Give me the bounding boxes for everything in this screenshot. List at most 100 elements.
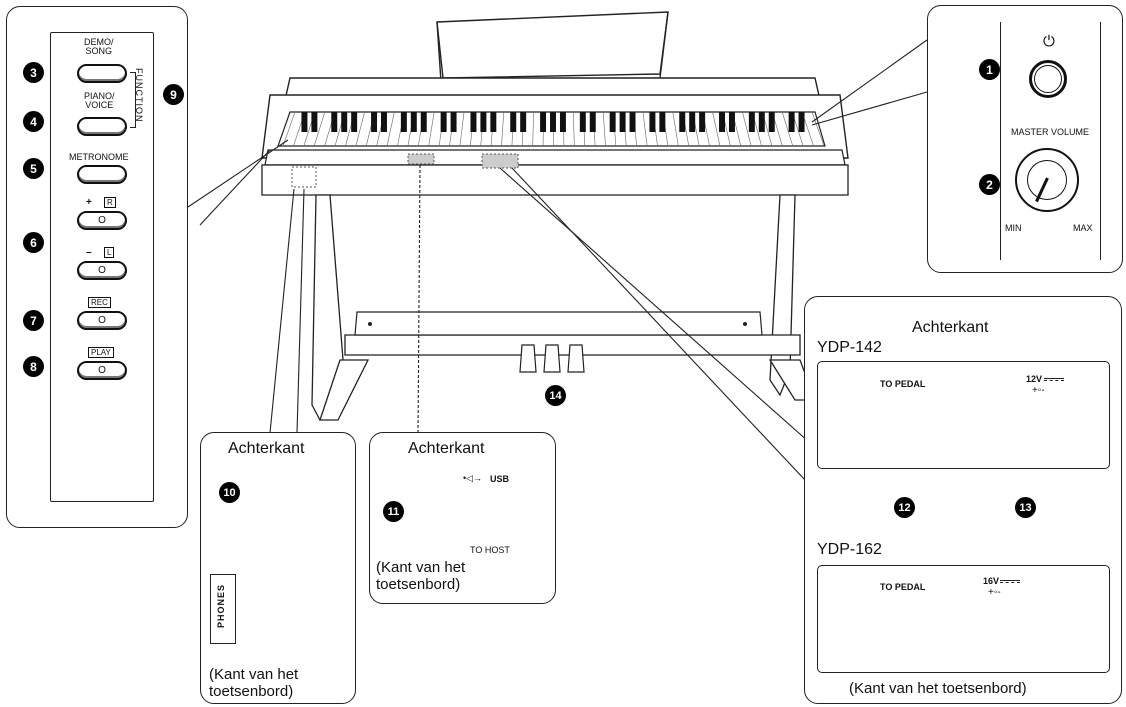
- play-label: PLAY: [88, 347, 114, 358]
- white-key-edge: [602, 111, 606, 147]
- black-key: [540, 112, 547, 132]
- ydp142-dc-line: [1044, 378, 1064, 381]
- black-key: [589, 112, 596, 132]
- ydp142-box: [817, 361, 1110, 469]
- pedals: [519, 344, 585, 373]
- white-key-edge: [573, 111, 575, 147]
- black-key: [480, 112, 487, 132]
- function-bracket: [130, 72, 136, 128]
- demo-song-button[interactable]: [77, 64, 127, 83]
- piano-voice-label: PIANO/ VOICE: [84, 91, 115, 110]
- callout-12: 12: [894, 497, 915, 518]
- black-key: [410, 112, 417, 132]
- callout-5: 5: [23, 158, 44, 179]
- black-key: [689, 112, 696, 132]
- r-label: R: [104, 197, 116, 208]
- black-key: [719, 112, 726, 132]
- black-key: [619, 112, 626, 132]
- black-key: [768, 112, 775, 132]
- left-panel-strip: [50, 32, 154, 502]
- rear-connector-panel: [804, 296, 1122, 704]
- white-key-edge: [313, 111, 326, 147]
- callout-6: 6: [23, 232, 44, 253]
- master-volume-knob[interactable]: [1015, 148, 1079, 212]
- phones-footnote: (Kant van het toetsenbord): [209, 666, 299, 700]
- black-key: [728, 112, 735, 132]
- power-panel-line-left: [1000, 22, 1001, 260]
- rear-panel-title: Achterkant: [912, 319, 989, 336]
- white-key-edge: [811, 111, 825, 147]
- white-key-edge: [742, 111, 752, 147]
- black-key: [748, 112, 755, 132]
- function-label: FUNCTION: [134, 68, 144, 123]
- button-o: O: [98, 214, 106, 226]
- rec-label: REC: [88, 297, 111, 308]
- power-button-inner: [1034, 65, 1062, 93]
- phones-panel-title: Achterkant: [228, 440, 305, 457]
- keyboard-keys: [282, 111, 825, 147]
- metronome-button[interactable]: [77, 165, 127, 184]
- callout-10: 10: [219, 482, 240, 503]
- phones-label-box: [210, 574, 236, 644]
- ydp162-voltage-label: 16V: [983, 576, 1000, 586]
- black-key: [520, 112, 527, 132]
- callout-8: 8: [23, 356, 44, 377]
- white-key-edge: [642, 111, 648, 147]
- plus-label: +: [86, 197, 92, 208]
- ydp162-box: [817, 565, 1110, 673]
- usb-footnote: (Kant van het toetsenbord): [376, 559, 466, 593]
- black-key: [798, 112, 805, 132]
- black-key: [440, 112, 447, 132]
- black-key: [371, 112, 378, 132]
- phones-label: PHONES: [216, 584, 226, 629]
- demo-song-label: DEMO/ SONG: [84, 37, 114, 56]
- master-volume-label: MASTER VOLUME: [1011, 127, 1090, 137]
- piano-voice-button[interactable]: [77, 117, 127, 136]
- white-key-edge: [781, 111, 794, 147]
- usb-symbol-icon: •◁→: [463, 473, 483, 483]
- callout-11: 11: [383, 501, 404, 522]
- ydp142-voltage-label: 12V: [1026, 374, 1043, 384]
- power-button[interactable]: [1029, 60, 1067, 98]
- black-key: [788, 112, 795, 132]
- ydp162-dc-symbol: +◦-: [988, 587, 1001, 598]
- black-key: [470, 112, 477, 132]
- ydp142-dc-symbol: +◦-: [1032, 385, 1045, 396]
- black-key: [649, 112, 656, 132]
- rear-footnote: (Kant van het toetsenbord): [849, 680, 1027, 697]
- white-key-edge: [532, 111, 534, 147]
- black-key: [559, 112, 566, 132]
- phones-panel: [200, 432, 356, 704]
- power-panel-line-right: [1100, 22, 1101, 260]
- minus-l-button[interactable]: O: [77, 261, 127, 280]
- ydp142-to-pedal-label: TO PEDAL: [880, 379, 926, 389]
- plus-r-button[interactable]: O: [77, 211, 127, 230]
- black-key: [699, 112, 706, 132]
- black-key: [609, 112, 616, 132]
- play-button[interactable]: O: [77, 361, 127, 380]
- black-key: [629, 112, 636, 132]
- callout-14: 14: [545, 385, 566, 406]
- black-key: [311, 112, 318, 132]
- l-label: L: [104, 247, 115, 258]
- black-key: [490, 112, 497, 132]
- button-o: O: [98, 364, 106, 376]
- white-key-edge: [282, 111, 296, 147]
- rec-button[interactable]: O: [77, 311, 127, 330]
- black-key: [331, 112, 338, 132]
- callout-3: 3: [23, 62, 44, 83]
- callout-4: 4: [23, 111, 44, 132]
- white-key-edge: [712, 111, 721, 147]
- usb-label: USB: [490, 474, 510, 484]
- black-key: [351, 112, 358, 132]
- black-key: [450, 112, 457, 132]
- black-key: [400, 112, 407, 132]
- black-key: [550, 112, 556, 132]
- power-symbol: ⏻: [1043, 33, 1055, 50]
- callout-2: 2: [979, 174, 1000, 195]
- volume-max-label: MAX: [1073, 223, 1093, 233]
- white-key-edge: [459, 111, 465, 147]
- black-key: [579, 112, 586, 132]
- white-key-edge: [672, 111, 679, 147]
